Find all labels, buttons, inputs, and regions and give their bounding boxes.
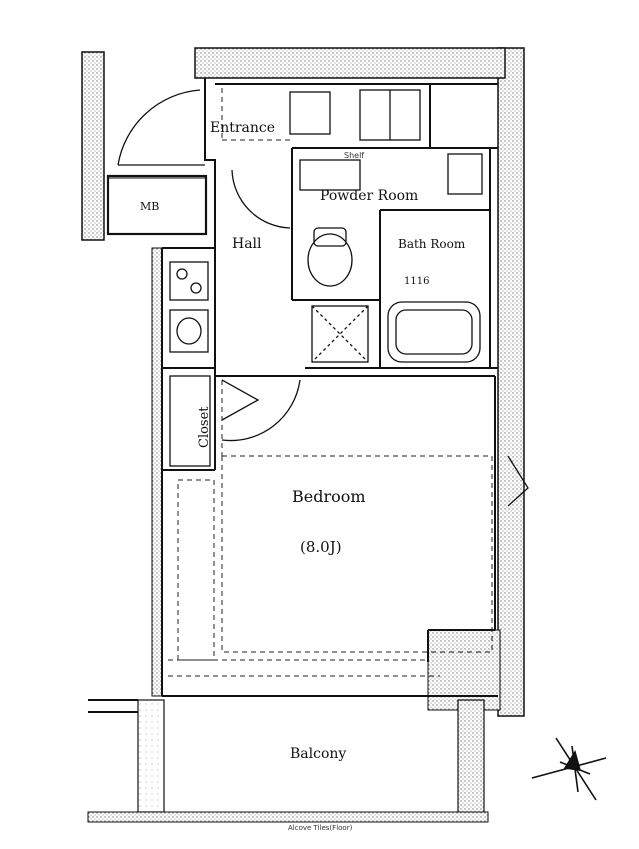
dashed-lines [168,88,493,677]
fixtures [169,89,483,467]
door-swings [117,89,529,507]
bedroom-size: (8.0J) [300,538,342,556]
hall-label: Hall [232,236,262,252]
bedroom-label: Bedroom [292,487,366,506]
shelf-label: Shelf [344,151,364,160]
exterior-walls [81,47,525,823]
interior-walls [88,78,498,713]
bath-room-label: Bath Room [398,237,466,251]
bottom-note: Alcove Tiles(Floor) [288,824,353,832]
closet-label: Closet [197,406,212,448]
entrance-label: Entrance [210,120,275,136]
powder-room-label: Powder Room [320,188,418,204]
bath-room-size: 1116 [404,276,429,287]
compass-icon [531,737,607,801]
balcony-label: Balcony [290,746,346,762]
mb-label: MB [140,200,159,213]
